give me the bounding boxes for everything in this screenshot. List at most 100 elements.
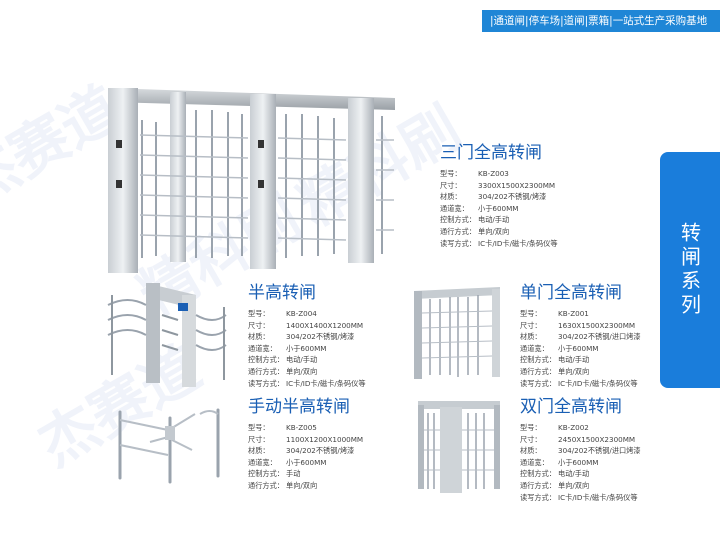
spec-label: 型号： [440,169,462,178]
spec-label: 读写方式： [520,492,556,502]
spec-value: KB-Z002 [558,423,589,432]
half-height-turnstile-image [98,275,238,390]
spec-label: 通道宽： [248,457,277,467]
spec-label: 通道宽： [248,343,277,353]
spec-row: 控制方式：手动 [248,468,363,480]
spec-row: 通道宽： 小于600MM [440,203,558,215]
spec-label: 读写方式： [248,378,284,388]
spec-value: 单向/双向 [286,480,318,490]
spec-label: 尺寸： [520,320,542,330]
spec-value: 手动 [286,469,301,479]
spec-label: 材质： [248,332,270,342]
spec-row: 通行方式：单向/双向 [248,480,363,492]
spec-value: 2450X1500X2300MM [558,434,636,444]
product-title: 三门全高转闸 [440,143,542,163]
spec-row: 通道宽： 小于600MM [520,457,641,469]
spec-value: KB-Z004 [286,309,317,318]
spec-row: 通道宽：小于600MM [248,457,363,469]
spec-list: 型号： KB-Z001 尺寸： 1630X1500X2300MM 材质： 304/20… [520,308,641,389]
spec-label: 型号： [520,309,542,318]
spec-value: 1400X1400X1200MM [286,320,364,330]
spec-value: 1100X1200X1000MM [286,434,364,444]
spec-value: KB-Z001 [558,309,589,318]
spec-list: 型号：KB-Z003 尺寸：3300X1500X2300MM 材质：304/20… [440,168,558,249]
spec-value: 3300X1500X2300MM [478,180,556,190]
spec-row: 通行方式：单向/双向 [520,366,641,378]
spec-label: 控制方式： [520,355,556,365]
spec-row: 尺寸： 3300X1500X2300MM [440,180,558,192]
spec-label: 通道宽： [520,343,549,353]
spec-value: 电动/手动 [478,215,510,225]
spec-label: 尺寸： [520,434,542,444]
spec-label: 材质： [520,332,542,342]
spec-value: IC卡/ID卡/磁卡/条码仪等 [558,492,638,502]
spec-value: 小于600MM [478,203,519,213]
spec-row: 通道宽： 小于600MM [248,343,366,355]
spec-label: 读写方式： [440,238,476,248]
spec-label: 通行方式： [248,366,284,376]
spec-row: 型号： KB-Z004 [248,308,366,320]
spec-label: 控制方式： [520,469,556,479]
spec-label: 通道宽： [440,203,469,213]
spec-row: 控制方式：电动/手动 [248,354,366,366]
spec-value: 1630X1500X2300MM [558,320,636,330]
product-manual-half-height: 手动半高转闸 型号：KB-Z005 尺寸：1100X1200X1000MM 材质… [248,396,363,492]
product-double-door: 双门全高转闸 型号：KB-Z002 尺寸：2450X1500X2300MM 材质… [520,396,641,503]
spec-row: 型号：KB-Z002 [520,422,641,434]
spec-value: 电动/手动 [558,469,590,479]
spec-value: 电动/手动 [286,355,318,365]
spec-label: 尺寸： [440,180,462,190]
spec-label: 材质： [440,192,462,202]
spec-value: KB-Z005 [286,423,317,432]
spec-value: 小于600MM [558,457,599,467]
series-tab-label: 转闸系列 [677,222,702,318]
spec-label: 通行方式： [520,480,556,490]
spec-label: 材质： [248,446,270,456]
spec-row: 读写方式：IC卡/ID卡/磁卡/条码仪等 [248,378,366,390]
spec-list: 型号： KB-Z004 尺寸：1400X1400X1200MM 材质： 304/20… [248,308,366,389]
product-three-door: 三门全高转闸 型号：KB-Z003 尺寸：3300X1500X2300MM 材质… [440,142,558,249]
spec-row: 尺寸：1100X1200X1000MM [248,434,363,446]
single-door-turnstile-image [410,283,505,383]
spec-row: 型号：KB-Z005 [248,422,363,434]
spec-row: 读写方式：IC卡/ID卡/磁卡/条码仪等 [440,238,558,250]
spec-value: 单向/双向 [478,226,510,236]
spec-label: 通行方式： [520,366,556,376]
double-door-turnstile-image [410,395,505,495]
spec-row: 材质： 304/202不锈钢/进口烤漆 [520,331,641,343]
spec-label: 控制方式： [248,355,284,365]
product-half-height: 半高转闸 型号：KB-Z004 尺寸：1400X1400X1200MM 材质：3… [248,282,366,389]
spec-value: 单向/双向 [558,366,590,376]
series-tab: 转闸系列 [660,152,720,388]
spec-value: 小于600MM [286,343,327,353]
spec-label: 通道宽： [520,457,549,467]
spec-row: 材质： 304/202不锈钢/烤漆 [440,191,558,203]
spec-label: 控制方式： [440,215,476,225]
spec-label: 读写方式： [520,378,556,388]
spec-row: 控制方式：电动/手动 [520,468,641,480]
spec-row: 尺寸：1400X1400X1200MM [248,320,366,332]
spec-value: 小于600MM [558,343,599,353]
spec-value: IC卡/ID卡/磁卡/条码仪等 [558,378,638,388]
spec-value: 304/202不锈钢/烤漆 [478,192,547,202]
spec-row: 读写方式：IC卡/ID卡/磁卡/条码仪等 [520,378,641,390]
spec-value: 304/202不锈钢/烤漆 [286,446,355,456]
spec-value: 电动/手动 [558,355,590,365]
spec-label: 型号： [248,309,270,318]
spec-value: 304/202不锈钢/进口烤漆 [558,332,641,342]
spec-value: IC卡/ID卡/磁卡/条码仪等 [286,378,366,388]
spec-row: 读写方式：IC卡/ID卡/磁卡/条码仪等 [520,492,641,504]
spec-value: 304/202不锈钢/烤漆 [286,332,355,342]
product-title: 手动半高转闸 [248,397,350,417]
spec-row: 材质：304/202不锈钢/进口烤漆 [520,445,641,457]
category-banner: |通道闸|停车场|道闸|票箱|一站式生产采购基地 [482,10,720,32]
spec-list: 型号：KB-Z005 尺寸：1100X1200X1000MM 材质： 304/20… [248,422,363,492]
spec-row: 控制方式：电动/手动 [520,354,641,366]
spec-row: 通道宽： 小于600MM [520,343,641,355]
spec-row: 材质： 304/202不锈钢/烤漆 [248,445,363,457]
spec-value: 304/202不锈钢/进口烤漆 [558,446,641,456]
spec-row: 通行方式：单向/双向 [440,226,558,238]
manual-turnstile-image [100,400,240,485]
spec-label: 通行方式： [440,226,476,236]
spec-value: 单向/双向 [558,480,590,490]
